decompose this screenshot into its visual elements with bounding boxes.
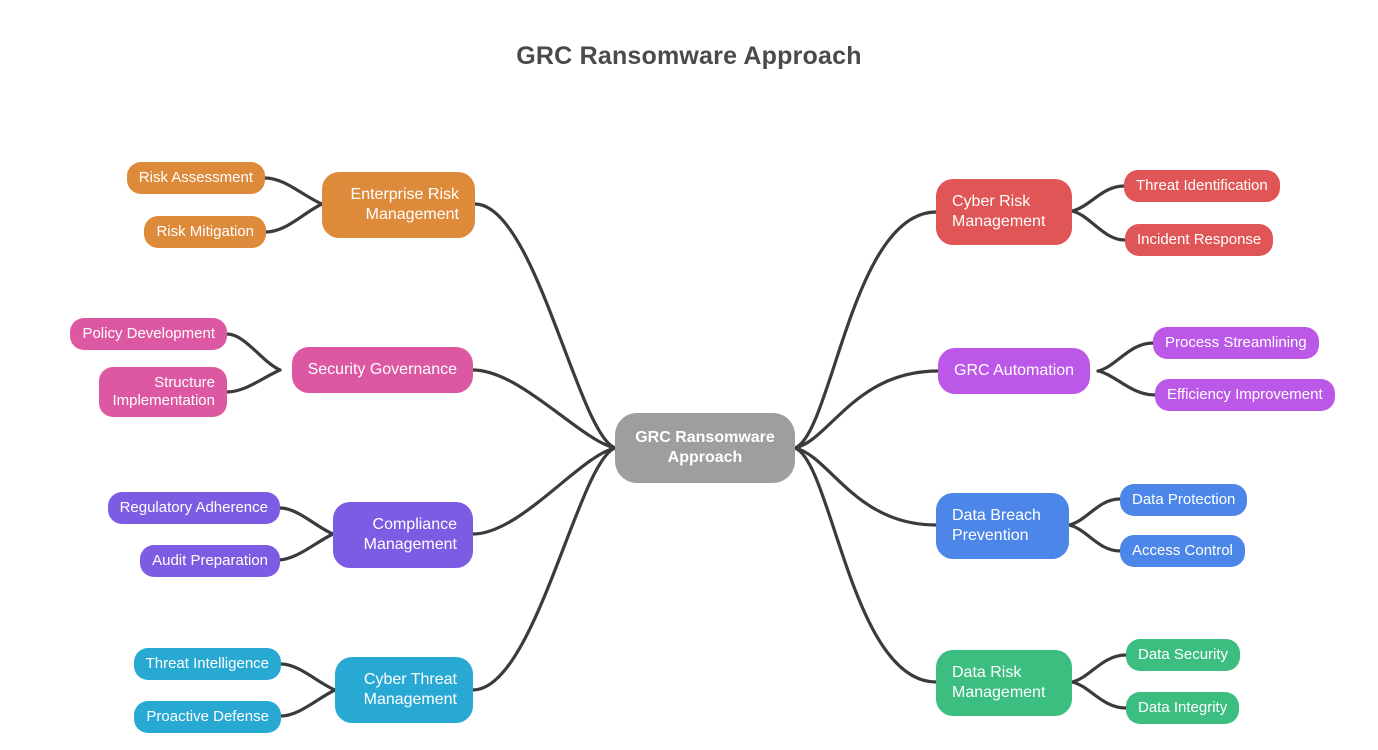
edge-data-security [1070, 653, 1128, 684]
node-cyber-threat-management: Cyber Threat Management [335, 657, 473, 723]
edge-risk-mitigation [264, 202, 324, 234]
edge-efficiency-improvement [1096, 369, 1157, 397]
edge-policy-development [225, 332, 282, 372]
node-data-integrity: Data Integrity [1126, 692, 1240, 724]
node-compliance-management: Compliance Management [333, 502, 473, 568]
node-enterprise-risk-management: Enterprise Risk Management [322, 172, 475, 238]
node-access-control: Access Control [1120, 535, 1245, 567]
node-process-streamlining: Process Streamlining [1153, 327, 1319, 359]
node-policy-development: Policy Development [70, 318, 227, 350]
node-grc-automation: GRC Automation [938, 348, 1091, 394]
edge-process-streamlining [1096, 341, 1155, 373]
node-efficiency-improvement: Efficiency Improvement [1155, 379, 1335, 411]
edge-root-cyber-risk-management [793, 210, 938, 450]
node-structure-implementation: Structure Implementation [99, 367, 227, 417]
edge-access-control [1067, 523, 1122, 553]
node-security-governance: Security Governance [291, 347, 473, 393]
edge-proactive-defense [279, 688, 337, 718]
edge-root-data-breach-prevention [793, 446, 938, 527]
node-root: GRC Ransomware Approach [615, 413, 795, 483]
node-regulatory-adherence: Regulatory Adherence [107, 492, 280, 524]
edge-data-integrity [1070, 680, 1128, 710]
node-proactive-defense: Proactive Defense [134, 701, 281, 733]
node-data-breach-prevention: Data Breach Prevention [936, 493, 1069, 559]
edge-root-compliance-management [471, 446, 617, 536]
edge-root-data-risk-management [793, 446, 938, 684]
edge-audit-preparation [276, 532, 335, 562]
edge-regulatory-adherence [278, 506, 335, 536]
node-risk-mitigation: Risk Mitigation [144, 216, 266, 248]
edge-root-cyber-threat-management [471, 446, 617, 692]
edge-threat-intelligence [279, 662, 337, 692]
node-data-security: Data Security [1126, 639, 1241, 671]
diagram-title: GRC Ransomware Approach [516, 42, 862, 70]
edge-data-protection [1067, 497, 1122, 527]
edge-root-grc-automation [793, 369, 940, 450]
node-incident-response: Incident Response [1125, 224, 1274, 256]
edge-root-security-governance [471, 368, 617, 450]
node-cyber-risk-management: Cyber Risk Management [936, 179, 1072, 245]
node-risk-assessment: Risk Assessment [126, 162, 265, 194]
connector-group [225, 176, 1157, 718]
node-audit-preparation: Audit Preparation [140, 545, 280, 577]
edge-incident-response [1070, 209, 1127, 242]
edge-threat-identification [1070, 184, 1126, 213]
node-data-risk-management: Data Risk Management [936, 650, 1072, 716]
node-threat-identification: Threat Identification [1124, 170, 1280, 202]
edge-risk-assessment [263, 176, 324, 206]
edge-root-enterprise-risk-management [473, 202, 617, 450]
node-threat-intelligence: Threat Intelligence [133, 648, 281, 680]
edge-structure-implementation [225, 368, 282, 394]
node-data-protection: Data Protection [1120, 484, 1248, 516]
